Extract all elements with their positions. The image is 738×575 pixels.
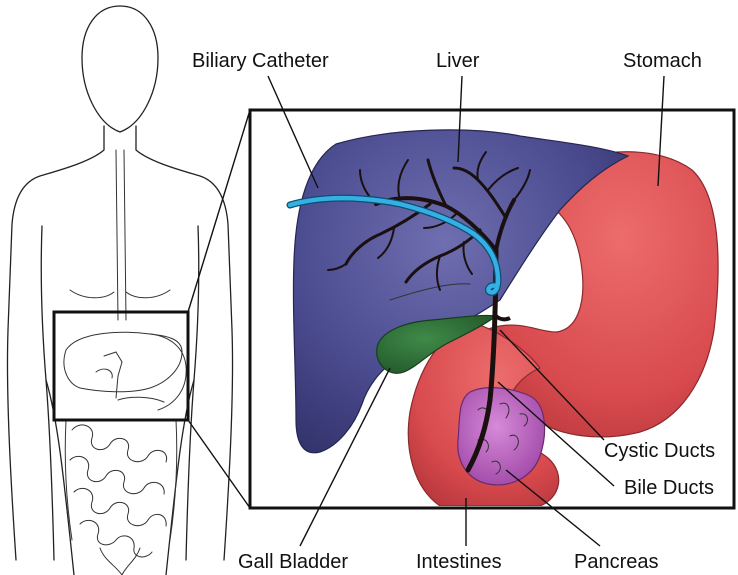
label-gall-bladder: Gall Bladder: [238, 551, 348, 573]
label-pancreas: Pancreas: [574, 551, 659, 573]
label-biliary-catheter: Biliary Catheter: [192, 50, 329, 72]
pancreas-shape: [458, 388, 545, 485]
label-intestines: Intestines: [416, 551, 502, 573]
zoom-connector-top: [188, 110, 250, 312]
zoom-connector-bottom: [188, 420, 250, 508]
body-figure: [7, 6, 232, 575]
label-liver: Liver: [436, 50, 480, 72]
label-bile-ducts: Bile Ducts: [624, 477, 714, 499]
label-stomach: Stomach: [623, 50, 702, 72]
label-cystic-ducts: Cystic Ducts: [604, 440, 715, 462]
